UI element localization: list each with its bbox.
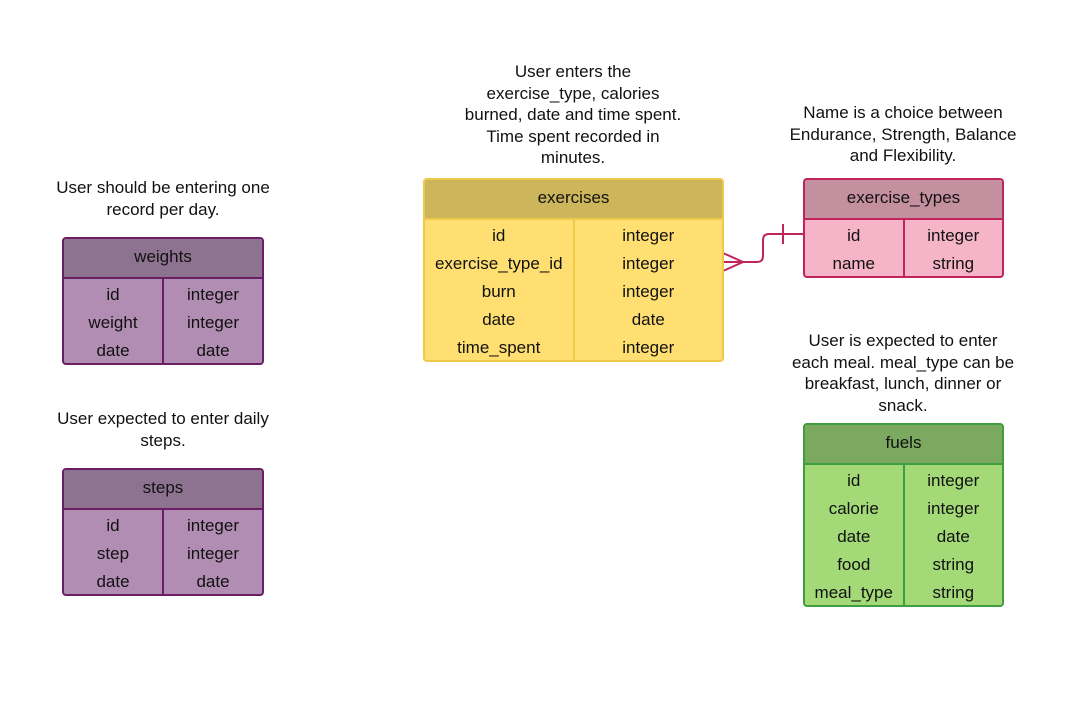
field-type-column: integer string bbox=[905, 220, 1003, 276]
field-name: date bbox=[837, 527, 871, 546]
field-type-column: integer integer date bbox=[164, 510, 262, 594]
table-header: steps bbox=[64, 470, 262, 510]
field-name-column: id name bbox=[805, 220, 905, 276]
field-type: integer bbox=[187, 285, 239, 304]
field-name: burn bbox=[481, 282, 516, 301]
field-type: string bbox=[932, 555, 975, 574]
field-type: integer bbox=[622, 226, 675, 245]
field-type: string bbox=[932, 583, 975, 602]
table-header: fuels bbox=[805, 425, 1002, 465]
field-type: integer bbox=[927, 226, 980, 245]
field-name-column: id step date bbox=[64, 510, 164, 594]
field-name: food bbox=[837, 555, 871, 574]
field-type-column: integer integer integer date integer bbox=[575, 220, 723, 360]
field-name: id bbox=[106, 285, 120, 304]
relationship-line bbox=[723, 233, 803, 263]
field-type: integer bbox=[927, 471, 980, 490]
field-name: id bbox=[106, 516, 120, 535]
field-name: weight bbox=[88, 313, 138, 332]
field-type-column: integer integer date string string bbox=[905, 465, 1003, 605]
field-name: date bbox=[96, 341, 130, 360]
table-header: exercises bbox=[425, 180, 722, 220]
field-name: id bbox=[847, 471, 861, 490]
field-type: integer bbox=[187, 313, 239, 332]
steps-table[interactable]: steps id step date integer integer date bbox=[62, 468, 264, 596]
field-name: calorie bbox=[828, 499, 879, 518]
field-type: date bbox=[196, 341, 230, 360]
field-type: integer bbox=[187, 544, 239, 563]
fuels-table[interactable]: fuels id calorie date food meal_type integer… bbox=[803, 423, 1004, 607]
field-type: integer bbox=[622, 282, 675, 301]
field-type: date bbox=[936, 527, 970, 546]
field-name: exercise_type_id bbox=[434, 254, 563, 273]
table-header: exercise_types bbox=[805, 180, 1002, 220]
exercises-note: User enters the exercise_type, calories … bbox=[464, 62, 682, 167]
field-type: date bbox=[196, 572, 230, 591]
field-name: name bbox=[832, 254, 876, 273]
exercises-exercise-types-link bbox=[722, 224, 803, 272]
field-type: integer bbox=[927, 499, 980, 518]
field-name: id bbox=[492, 226, 506, 245]
field-type: integer bbox=[187, 516, 239, 535]
field-type: integer bbox=[622, 254, 675, 273]
weights-table[interactable]: weights id weight date integer integer date bbox=[62, 237, 264, 365]
field-name: meal_type bbox=[814, 583, 893, 602]
field-name: step bbox=[96, 544, 130, 563]
crows-foot-many-icon bbox=[722, 252, 746, 272]
field-name: date bbox=[96, 572, 130, 591]
field-type: integer bbox=[622, 338, 675, 357]
steps-note: User expected to enter daily steps. bbox=[57, 409, 269, 450]
weights-note: User should be entering one record per d… bbox=[56, 178, 270, 219]
field-type-column: integer integer date bbox=[164, 279, 262, 363]
field-type: string bbox=[932, 254, 975, 273]
field-name: id bbox=[847, 226, 861, 245]
field-name-column: id weight date bbox=[64, 279, 164, 363]
field-type: date bbox=[631, 310, 665, 329]
exercise-types-note: Name is a choice between Endurance, Stre… bbox=[789, 103, 1017, 165]
field-name-column: id calorie date food meal_type bbox=[805, 465, 905, 605]
table-header: weights bbox=[64, 239, 262, 279]
field-name: date bbox=[482, 310, 516, 329]
fuels-note: User is expected to enter each meal. mea… bbox=[791, 331, 1015, 415]
exercise-types-table[interactable]: exercise_types id name integer string bbox=[803, 178, 1004, 278]
field-name: time_spent bbox=[457, 338, 541, 357]
